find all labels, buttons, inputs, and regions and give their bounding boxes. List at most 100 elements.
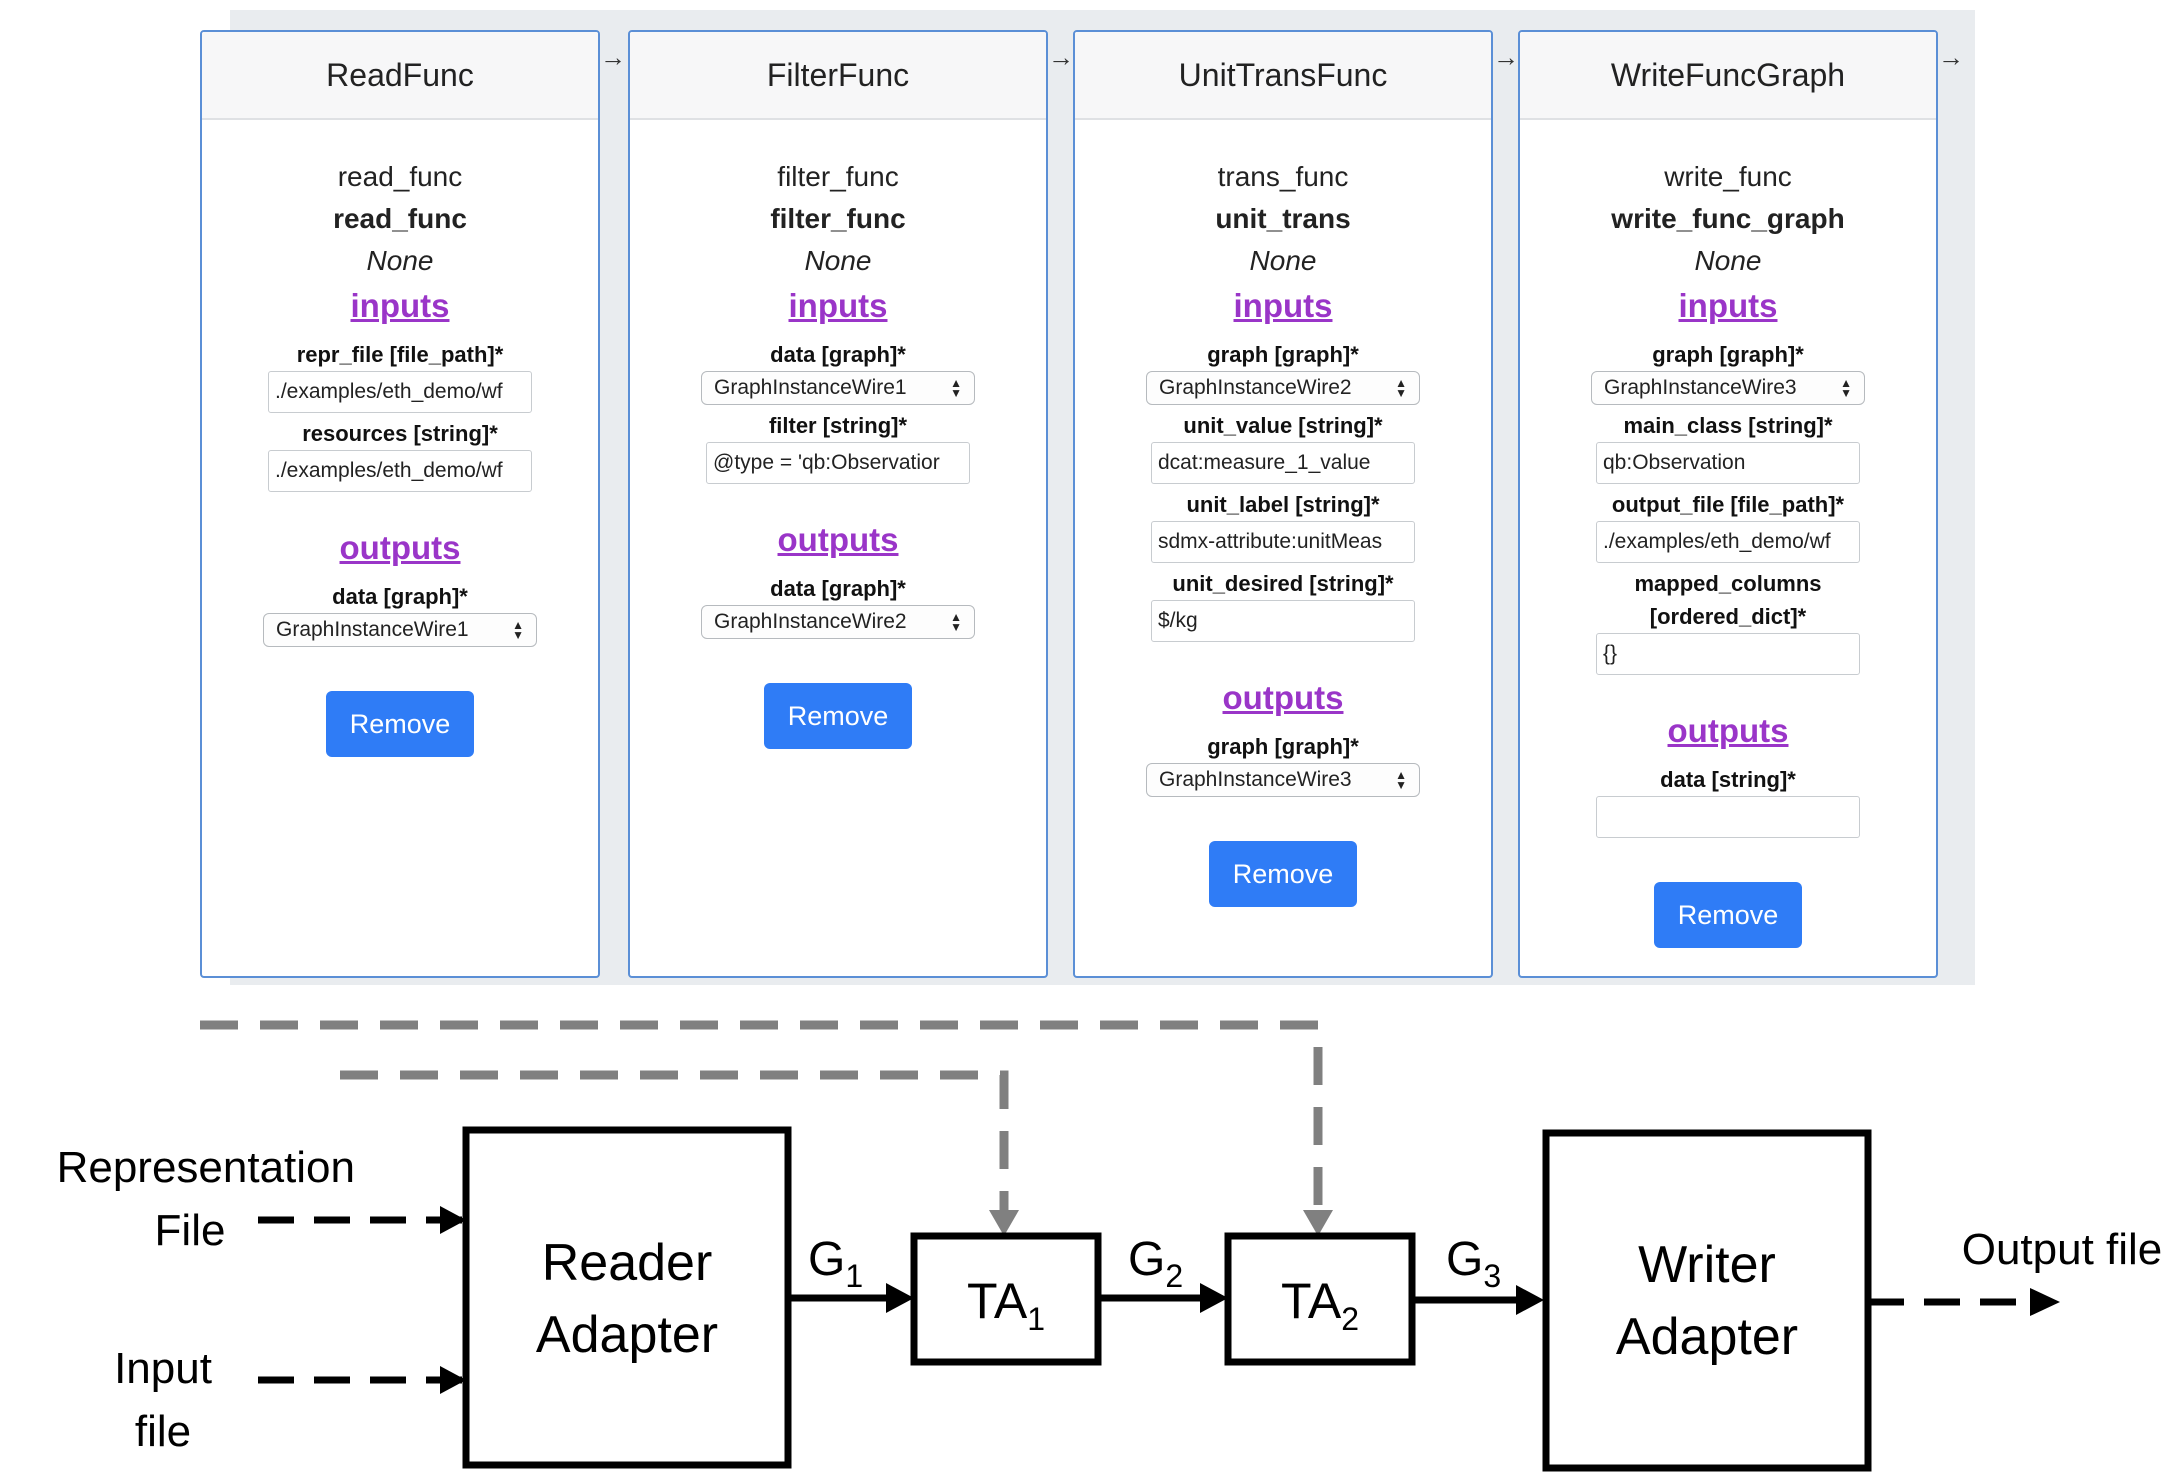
representation-file-arrowhead	[440, 1206, 466, 1234]
text-input[interactable]: {}	[1596, 633, 1860, 675]
card-connector-arrow-icon: →	[1938, 42, 1964, 72]
text-input[interactable]: dcat:measure_1_value	[1151, 442, 1415, 484]
remove-button[interactable]: Remove	[1209, 841, 1357, 907]
representation-file-label-line1: Representation	[57, 1143, 355, 1192]
card-connector-arrow-icon: →	[600, 42, 626, 72]
reader-adapter-box	[462, 1126, 792, 1469]
field-label: unit_desired [string]*	[1172, 571, 1394, 596]
text-input[interactable]	[1596, 796, 1860, 838]
inputs-link[interactable]: inputs	[1678, 287, 1778, 324]
select-arrows-icon: ▲▼	[950, 610, 962, 634]
output-file-arrowhead	[2030, 1288, 2060, 1316]
inputs-link[interactable]: inputs	[350, 287, 450, 324]
wire-select[interactable]: GraphInstanceWire2 ▲▼	[1146, 371, 1420, 405]
outputs-link[interactable]: outputs	[1222, 679, 1344, 716]
remove-button[interactable]: Remove	[326, 691, 474, 757]
field-label: data [string]*	[1660, 767, 1796, 792]
outputs-link[interactable]: outputs	[1667, 712, 1789, 749]
wire-select[interactable]: GraphInstanceWire1 ▲▼	[263, 613, 537, 647]
wire-select[interactable]: GraphInstanceWire3▲▼	[1146, 763, 1420, 797]
card-title: UnitTransFunc	[1075, 32, 1491, 120]
reader-adapter-label-line2: Adapter	[536, 1306, 718, 1364]
function-description: None	[366, 245, 434, 276]
text-input[interactable]: ./examples/eth_demo/wf	[1596, 521, 1860, 563]
field-label: data [graph]*	[770, 342, 906, 367]
select-value: GraphInstanceWire1	[714, 376, 907, 399]
g2-arrowhead	[1200, 1283, 1228, 1313]
field-label: mapped_columns [ordered_dict]*	[1634, 571, 1822, 629]
g3-label: G3	[1446, 1233, 1501, 1294]
select-arrows-icon: ▲▼	[512, 618, 524, 642]
g3-arrowhead	[1516, 1285, 1544, 1315]
field-label: filter [string]*	[768, 413, 908, 438]
field-label: graph [graph]*	[1652, 342, 1804, 367]
input-file-label-line1: Input	[114, 1344, 212, 1393]
select-arrows-icon: ▲▼	[1395, 768, 1407, 792]
reader-adapter-label-line1: Reader	[542, 1234, 713, 1292]
card-connector-arrow-icon: →	[1493, 42, 1519, 72]
field-label: output_file [file_path]*	[1611, 492, 1845, 517]
text-input[interactable]: sdmx-attribute:unitMeas	[1151, 521, 1415, 563]
function-name: trans_func	[1217, 161, 1349, 192]
field-label: main_class [string]*	[1623, 413, 1833, 438]
text-input[interactable]: ./examples/eth_demo/wf	[268, 450, 532, 492]
ta2-link-arrowhead	[1303, 1210, 1333, 1236]
outputs-link[interactable]: outputs	[339, 529, 461, 566]
ta1-label: TA1	[967, 1273, 1045, 1337]
input-file-arrowhead	[440, 1366, 466, 1394]
text-input[interactable]: @type = 'qb:Observatior	[706, 442, 970, 484]
writer-adapter-label-line2: Adapter	[1616, 1308, 1798, 1366]
card-title: ReadFunc	[202, 32, 598, 120]
text-input[interactable]: $/kg	[1151, 600, 1415, 642]
function-id: write_func_graph	[1611, 203, 1845, 234]
card-title: WriteFuncGraph	[1520, 32, 1936, 120]
output-file-label: Output file	[1962, 1225, 2163, 1274]
field-label: repr_file [file_path]*	[296, 342, 504, 367]
function-description: None	[1249, 245, 1317, 276]
writer-adapter-label-line1: Writer	[1638, 1236, 1776, 1294]
g1-arrowhead	[886, 1283, 914, 1313]
remove-button[interactable]: Remove	[764, 683, 912, 749]
g1-label: G1	[808, 1233, 863, 1294]
card-connector-arrow-icon: →	[1048, 42, 1074, 72]
select-value: GraphInstanceWire2	[714, 610, 907, 633]
inputs-link[interactable]: inputs	[1233, 287, 1333, 324]
select-arrows-icon: ▲▼	[950, 376, 962, 400]
dashed-link-ta1	[340, 1070, 1009, 1212]
function-name: filter_func	[777, 161, 899, 192]
select-value: GraphInstanceWire3	[1604, 376, 1797, 399]
field-label: resources [string]*	[302, 421, 498, 446]
ta1-link-arrowhead	[989, 1210, 1019, 1236]
text-input[interactable]: qb:Observation	[1596, 442, 1860, 484]
select-value: GraphInstanceWire1	[276, 618, 469, 641]
wire-select[interactable]: GraphInstanceWire3 ▲▼	[1591, 371, 1865, 405]
function-description: None	[804, 245, 872, 276]
wire-select[interactable]: GraphInstanceWire2 ▲▼	[701, 605, 975, 639]
inputs-link[interactable]: inputs	[788, 287, 888, 324]
remove-button[interactable]: Remove	[1654, 882, 1802, 948]
field-label: data [graph]*	[770, 576, 906, 601]
card-title: FilterFunc	[630, 32, 1046, 120]
function-id: filter_func	[770, 203, 906, 234]
select-value: GraphInstanceWire2	[1159, 376, 1352, 399]
ta2-label: TA2	[1281, 1273, 1359, 1337]
text-input[interactable]: ./examples/eth_demo/wf	[268, 371, 532, 413]
wire-select[interactable]: GraphInstanceWire1 ▲▼	[701, 371, 975, 405]
select-arrows-icon: ▲▼	[1395, 376, 1407, 400]
outputs-link[interactable]: outputs	[777, 521, 899, 558]
field-label: graph [graph]*	[1207, 342, 1359, 367]
g2-label: G2	[1128, 1233, 1183, 1294]
select-arrows-icon: ▲▼	[1840, 376, 1852, 400]
field-label: unit_label [string]*	[1186, 492, 1380, 517]
ta1-box	[910, 1232, 1102, 1366]
